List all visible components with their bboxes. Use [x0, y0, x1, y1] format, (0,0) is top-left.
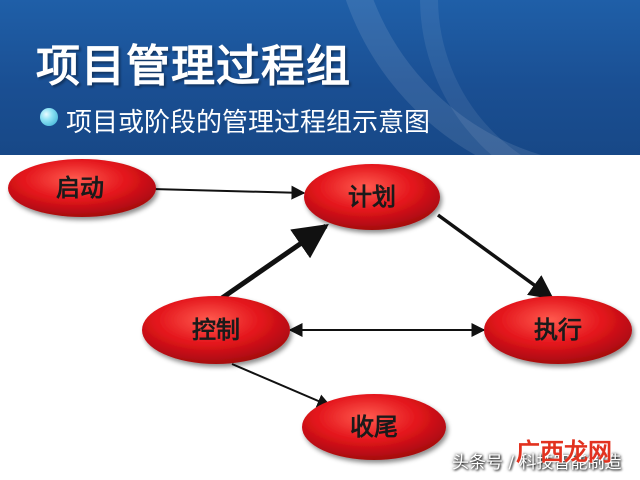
node-execute: 执行 [484, 296, 632, 364]
node-control: 控制 [142, 296, 290, 364]
node-label-close: 收尾 [350, 413, 398, 441]
slide-title: 项目管理过程组 [36, 41, 351, 92]
node-label-execute: 执行 [534, 316, 582, 344]
node-close: 收尾 [302, 394, 446, 460]
edge-plan-execute [436, 213, 554, 300]
slide-header: 项目管理过程组 项目或阶段的管理过程组示意图 [0, 0, 640, 155]
node-start: 启动 [8, 159, 156, 217]
edge-start-plan [151, 185, 306, 200]
node-label-plan: 计划 [348, 183, 396, 211]
source-credit: 头条号 / 科技智能制造 [452, 453, 622, 473]
node-label-start: 启动 [56, 174, 104, 202]
edge-control-close [231, 363, 332, 408]
slide-subtitle: 项目或阶段的管理过程组示意图 [66, 108, 431, 138]
node-plan: 计划 [304, 164, 440, 230]
bullet-dot-icon [40, 108, 58, 126]
edge-control-plan [220, 223, 329, 301]
watermark-logo: 广西龙网 [516, 438, 612, 466]
node-label-control: 控制 [192, 316, 240, 344]
